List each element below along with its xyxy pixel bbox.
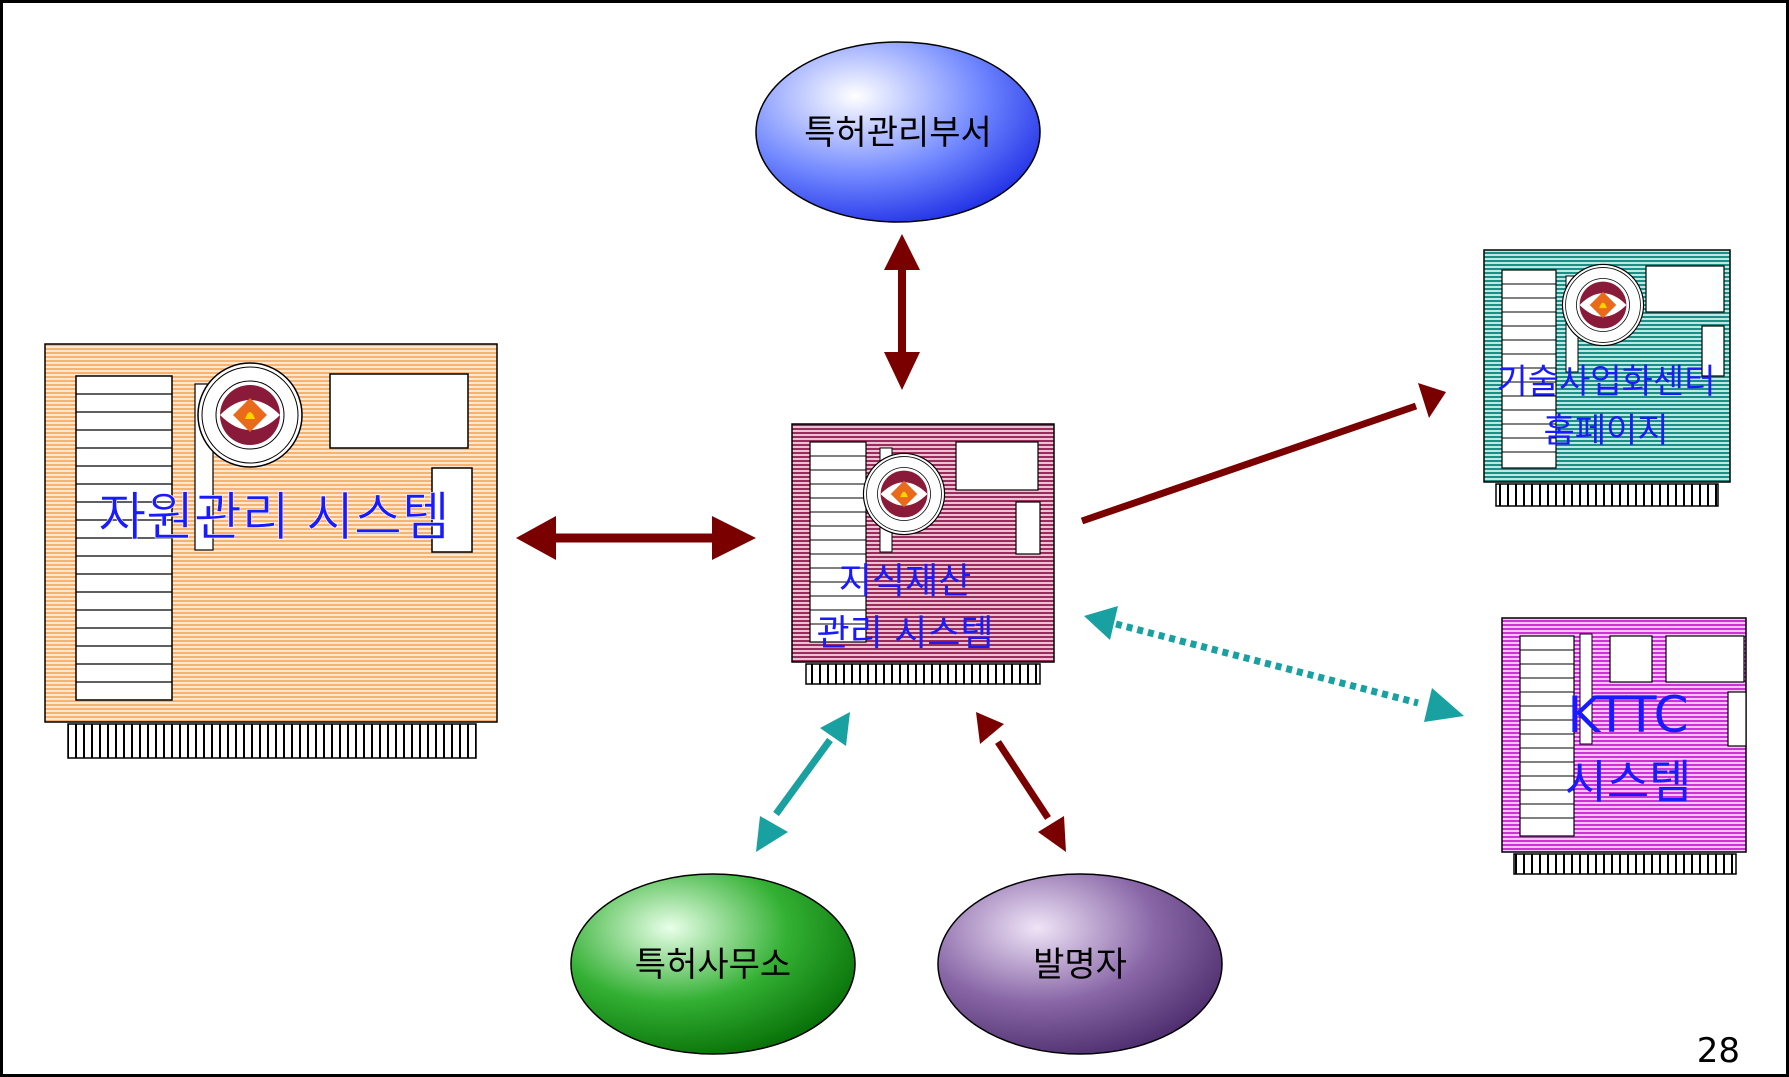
techcenter-label-line2: 홈페이지 bbox=[1543, 411, 1668, 451]
resource-system-label: 자원관리 시스템 bbox=[98, 488, 449, 548]
patent-dept-label: 특허관리부서 bbox=[804, 113, 992, 153]
arrow-ip-kttc bbox=[1084, 606, 1464, 722]
ip-system-label-line2: 관리 시스템 bbox=[816, 613, 993, 654]
university-seal-icon bbox=[862, 452, 946, 536]
resource-system-board bbox=[44, 343, 498, 759]
techcenter-label-line1: 기술사업화센터 bbox=[1497, 362, 1716, 402]
university-seal-icon bbox=[1561, 263, 1645, 347]
page-number: 28 bbox=[1697, 1031, 1740, 1071]
techcenter-list-panel bbox=[1501, 269, 1557, 469]
node-patent-office: 특허사무소 bbox=[570, 873, 856, 1055]
kttc-label-line1: KTTC bbox=[1567, 686, 1688, 744]
node-patent-dept: 특허관리부서 bbox=[755, 41, 1041, 223]
kttc-list-panel bbox=[1519, 635, 1575, 837]
arrow-patentdept-ip bbox=[884, 234, 920, 390]
node-inventor: 발명자 bbox=[937, 873, 1223, 1055]
arrow-ip-patentoffice bbox=[756, 712, 850, 852]
resource-list-panel bbox=[75, 375, 173, 701]
university-seal-icon bbox=[197, 362, 303, 468]
ip-system-label-line1: 지식재산 bbox=[839, 561, 971, 602]
kttc-board bbox=[1501, 617, 1747, 875]
patent-office-label: 특허사무소 bbox=[635, 945, 791, 985]
arrow-ip-techcenter bbox=[1080, 383, 1446, 525]
ip-list-panel bbox=[809, 441, 867, 643]
kttc-label-line2: 시스템 bbox=[1565, 755, 1692, 809]
arrow-ip-inventor bbox=[976, 712, 1066, 852]
techcenter-board bbox=[1483, 249, 1731, 507]
ip-system-board bbox=[791, 423, 1055, 685]
inventor-label: 발명자 bbox=[1033, 945, 1127, 985]
arrow-resource-ip bbox=[516, 516, 756, 560]
arrows bbox=[516, 234, 1464, 852]
